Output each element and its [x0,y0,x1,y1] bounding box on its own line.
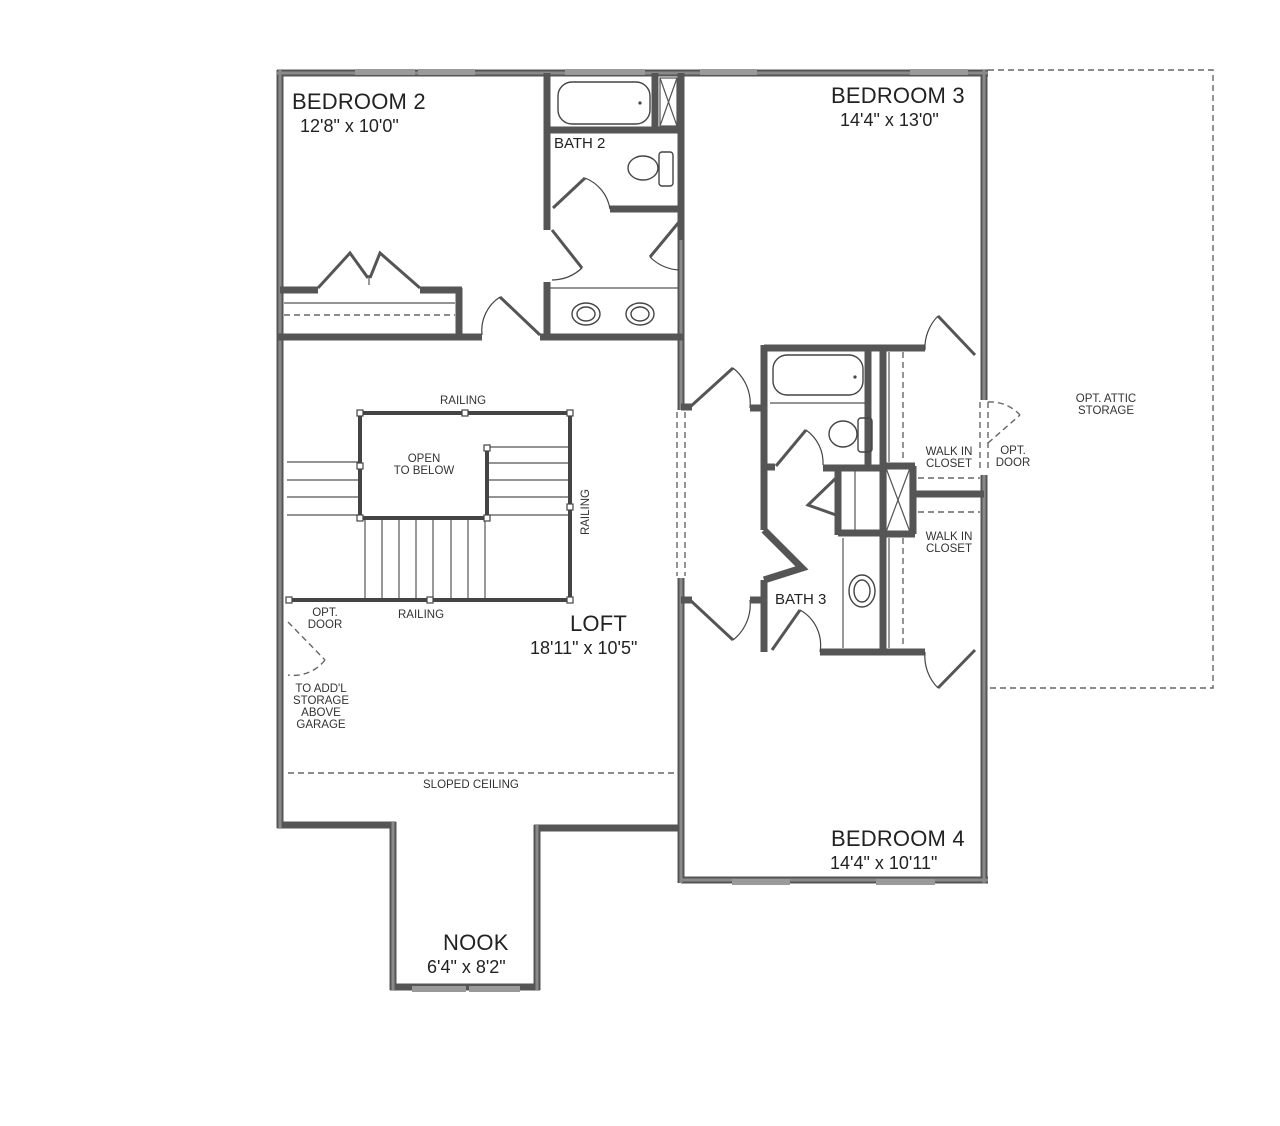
walk-in-closet-1-label: WALK IN CLOSET [916,446,982,470]
storage-line2: STORAGE [292,695,350,708]
opt-door-right-line1: OPT. [1000,445,1026,457]
bedroom2-dimensions: 12'8" x 10'0" [300,116,399,136]
windows [355,69,968,992]
loft-details [287,412,686,774]
walkin2-line1: WALK IN [925,531,973,543]
loft-label: LOFT [570,611,628,636]
opt-door-left-line2: DOOR [307,619,343,632]
walkin1-line2: CLOSET [925,458,972,471]
bedroom2-walls [277,250,684,341]
opt-attic-storage-label: OPT. ATTIC STORAGE [1066,393,1146,417]
railing-top-label: RAILING [440,395,487,407]
stair-railing [285,409,574,604]
sloped-ceiling-label: SLOPED CEILING [423,779,519,791]
attic-storage-outline [988,69,1214,689]
bath2-label: BATH 2 [554,135,606,152]
railing-right-label: RAILING [579,489,592,536]
storage-line1: TO ADD'L [295,683,347,695]
opt-door-left-label: OPT. DOOR [300,607,350,631]
nook-dimensions: 6'4" x 8'2" [427,957,506,977]
opt-door-left-line1: OPT. [312,607,338,619]
storage-line3: ABOVE [301,707,341,720]
attic-line2: STORAGE [1077,405,1135,418]
bedroom4-label: BEDROOM 4 [831,826,965,851]
open-to-below-line2: TO BELOW [393,465,455,478]
loft-dimensions: 18'11" x 10'5" [530,638,638,658]
bath3-label: BATH 3 [775,591,827,608]
bath3-closets [681,314,1021,690]
nook-label: NOOK [443,930,509,955]
storage-above-garage-label: TO ADD'L STORAGE ABOVE GARAGE [285,683,357,731]
walk-in-closet-2-label: WALK IN CLOSET [916,531,982,555]
opt-door-right-label: OPT. DOOR [990,445,1036,469]
opt-door-right-line2: DOOR [995,457,1031,470]
bedroom4-dimensions: 14'4" x 10'11" [830,853,938,873]
open-to-below-line1: OPEN [407,453,441,465]
bath2 [543,73,685,337]
railing-bottom-label: RAILING [398,609,445,621]
bedroom2-label: BEDROOM 2 [292,89,426,114]
storage-line4: GARAGE [296,719,346,732]
bedroom3-label: BEDROOM 3 [831,83,965,108]
attic-line1: OPT. ATTIC [1075,393,1137,405]
bedroom3-dimensions: 14'4" x 13'0" [840,110,939,130]
walkin1-line1: WALK IN [925,446,973,458]
open-to-below-label: OPEN TO BELOW [389,453,459,477]
walkin2-line2: CLOSET [925,543,972,556]
